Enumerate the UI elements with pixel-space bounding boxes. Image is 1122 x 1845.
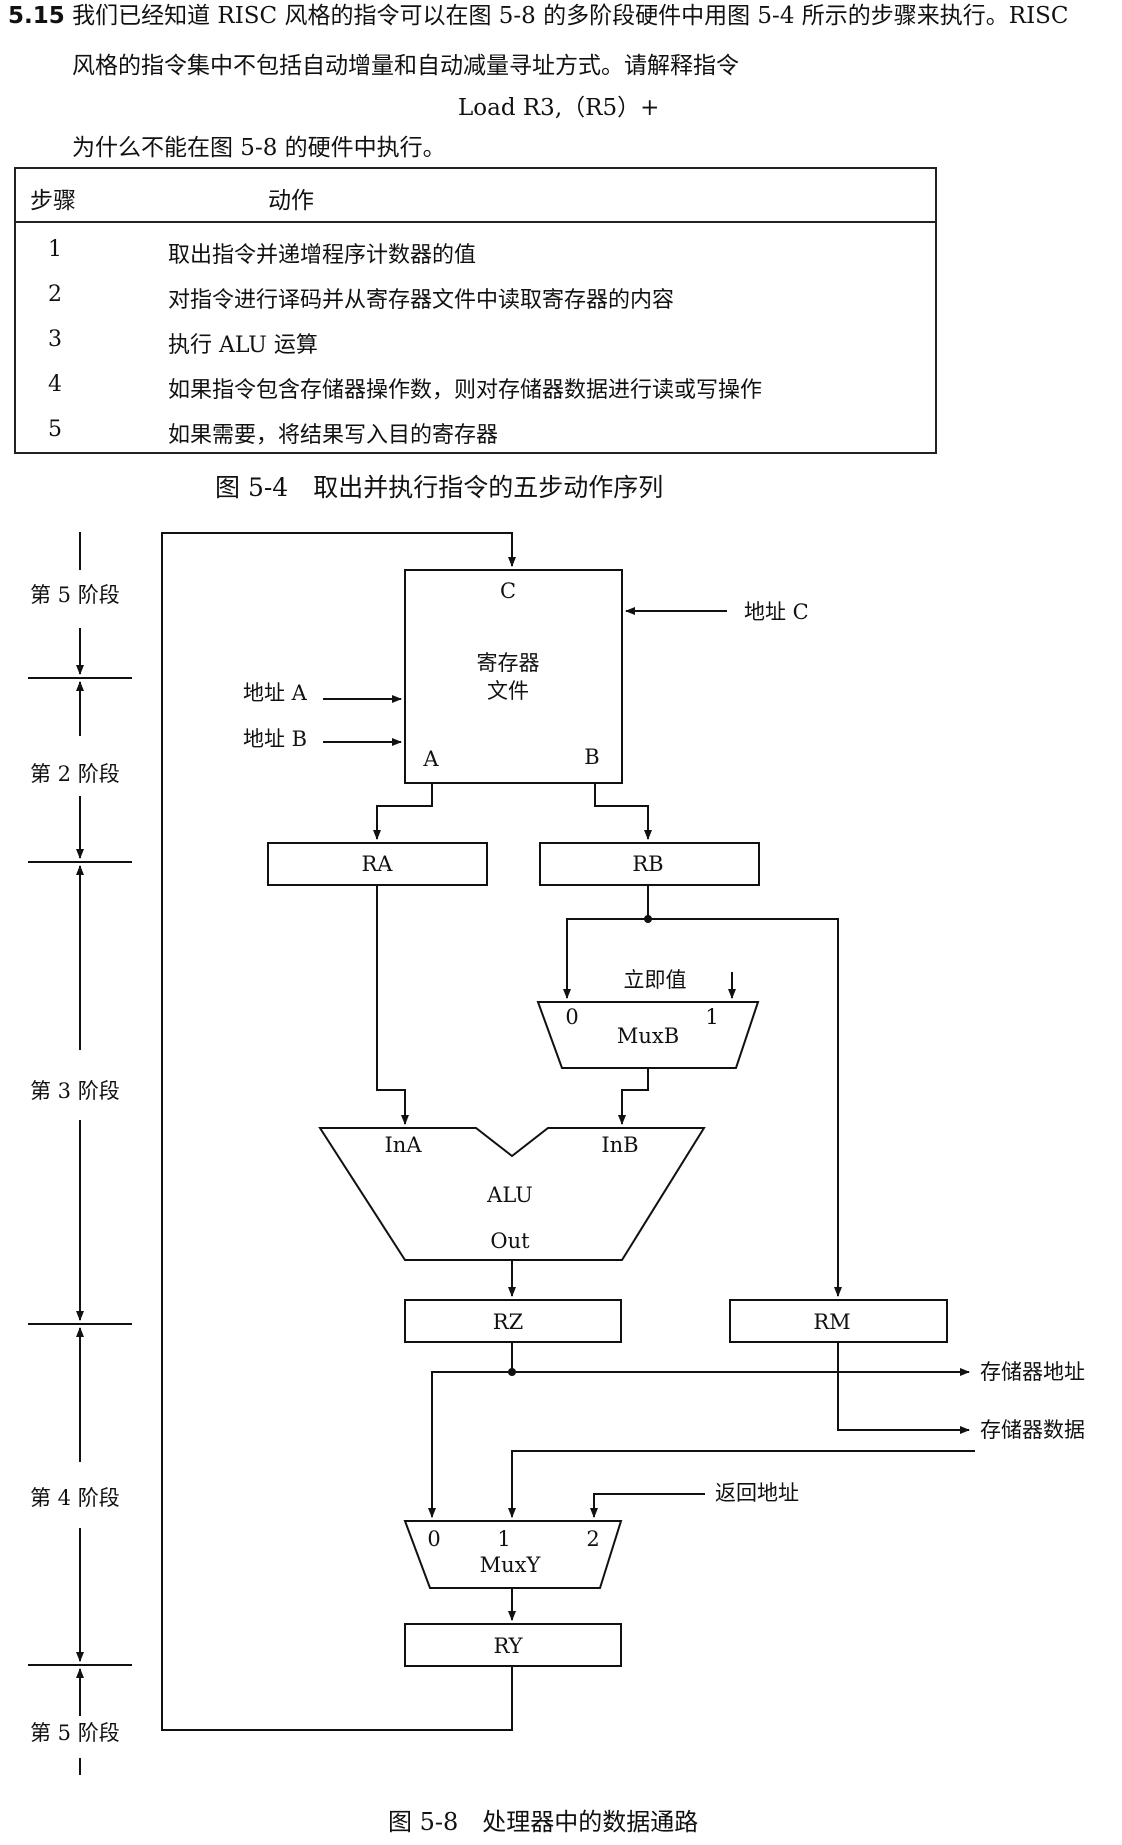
stage-5-bottom-label: 第 5 阶段 (30, 1721, 120, 1745)
table-header: 步骤 动作 (16, 169, 935, 223)
muxb-input-1: 1 (705, 1005, 718, 1029)
register-file (404, 569, 623, 784)
muxb-input-0: 0 (565, 1005, 578, 1029)
memory-address-label: 存储器地址 (980, 1360, 1085, 1384)
immediate-label: 立即值 (624, 968, 687, 992)
address-c-label: 地址 C (744, 600, 809, 624)
regfile-port-a: A (422, 747, 439, 771)
table-row: 2 对指令进行译码并从寄存器文件中读取寄存器的内容 (16, 274, 935, 319)
rm-label: RM (813, 1310, 850, 1334)
address-b-label: 地址 B (243, 727, 307, 751)
fig-5-8-caption: 图 5-8 处理器中的数据通路 (388, 1808, 699, 1836)
question-number: 5.15 (8, 3, 65, 29)
muxy-mux (403, 1520, 623, 1589)
question-text-3: 为什么不能在图 5-8 的硬件中执行。 (72, 135, 446, 161)
row-step: 4 (48, 372, 62, 397)
rz-label: RZ (493, 1310, 523, 1334)
rb-label: RB (632, 852, 663, 876)
address-a-label: 地址 A (243, 681, 308, 705)
rb-fanout-dot (644, 915, 652, 923)
header-step: 步骤 (30, 188, 76, 214)
table-row: 5 如果需要，将结果写入目的寄存器 (16, 409, 935, 454)
question-text-2: 风格的指令集中不包括自动增量和自动减量寻址方式。请解释指令 (72, 53, 739, 79)
row-action: 执行 ALU 运算 (168, 333, 318, 358)
row-action: 如果指令包含存储器操作数，则对存储器数据进行读或写操作 (168, 378, 763, 403)
muxy-label: MuxY (480, 1553, 542, 1577)
instruction-text: Load R3,（R5）+ (458, 95, 660, 121)
table-row: 3 执行 ALU 运算 (16, 319, 935, 364)
muxy-input-0: 0 (427, 1527, 440, 1551)
ra-label: RA (362, 852, 394, 876)
header-action: 动作 (268, 188, 314, 214)
question-line-1: 5.15 我们已经知道 RISC 风格的指令可以在图 5-8 的多阶段硬件中用图… (8, 2, 1122, 30)
row-step: 2 (48, 282, 62, 307)
row-action: 对指令进行译码并从寄存器文件中读取寄存器的内容 (168, 288, 675, 313)
return-address-label: 返回地址 (715, 1481, 799, 1505)
row-step: 3 (48, 327, 62, 352)
regfile-label-2: 文件 (487, 679, 529, 703)
row-action: 如果需要，将结果写入目的寄存器 (168, 423, 499, 448)
alu-label: ALU (486, 1183, 533, 1207)
muxb-mux (536, 1001, 760, 1069)
alu-input-b: InB (601, 1133, 638, 1157)
stage-2-label: 第 2 阶段 (30, 762, 120, 786)
alu-input-a: InA (385, 1133, 423, 1157)
row-action: 取出指令并递增程序计数器的值 (168, 243, 477, 268)
alu-unit (318, 1127, 706, 1261)
fig-5-4-caption: 图 5-4 取出并执行指令的五步动作序列 (215, 473, 664, 502)
stage-4-label: 第 4 阶段 (30, 1486, 120, 1510)
row-step: 5 (48, 417, 62, 442)
rb-register (539, 842, 760, 886)
stage-3-label: 第 3 阶段 (30, 1079, 120, 1103)
ry-label: RY (493, 1634, 523, 1658)
row-step: 1 (48, 237, 62, 262)
muxy-input-1: 1 (497, 1527, 510, 1551)
table-row: 1 取出指令并递增程序计数器的值 (16, 229, 935, 274)
regfile-port-b: B (584, 745, 599, 769)
alu-output: Out (490, 1229, 530, 1253)
muxb-label: MuxB (617, 1024, 679, 1048)
steps-table: 步骤 动作 1 取出指令并递增程序计数器的值 2 对指令进行译码并从寄存器文件中… (14, 167, 937, 454)
regfile-port-c: C (500, 579, 516, 603)
memory-data-label: 存储器数据 (980, 1418, 1085, 1442)
stage-5-top-label: 第 5 阶段 (30, 583, 120, 607)
table-row: 4 如果指令包含存储器操作数，则对存储器数据进行读或写操作 (16, 364, 935, 409)
question-text-1: 我们已经知道 RISC 风格的指令可以在图 5-8 的多阶段硬件中用图 5-4 … (72, 3, 1069, 29)
rz-fanout-dot (508, 1368, 516, 1376)
muxy-input-2: 2 (586, 1527, 599, 1551)
regfile-label-1: 寄存器 (477, 651, 540, 675)
